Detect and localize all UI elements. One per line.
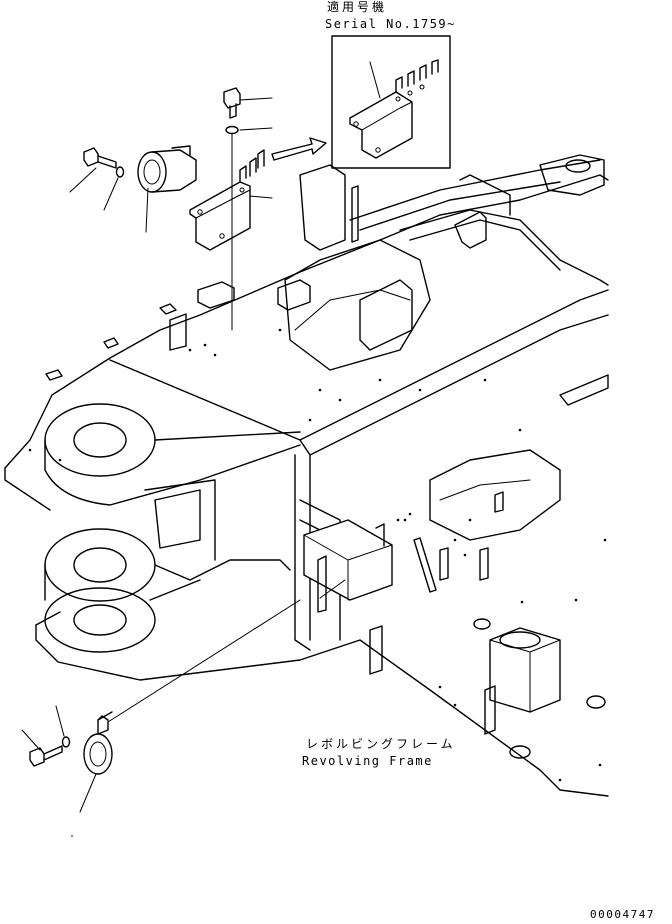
upper-parts <box>69 87 273 331</box>
arrow-to-inset <box>271 137 327 161</box>
frame-label-jp: レボルビングフレーム <box>306 737 456 751</box>
deck-holes <box>28 328 607 782</box>
frame-label-en: Revolving Frame <box>302 754 433 768</box>
drawing-number: 00004747 <box>590 908 655 921</box>
inset-applicable-label: 適用号機 <box>327 0 388 14</box>
revolving-frame <box>4 154 609 797</box>
inset-serial-label: Serial No.1759~ <box>325 17 456 31</box>
inset-box <box>331 35 451 169</box>
lower-horn-assembly <box>21 705 113 837</box>
